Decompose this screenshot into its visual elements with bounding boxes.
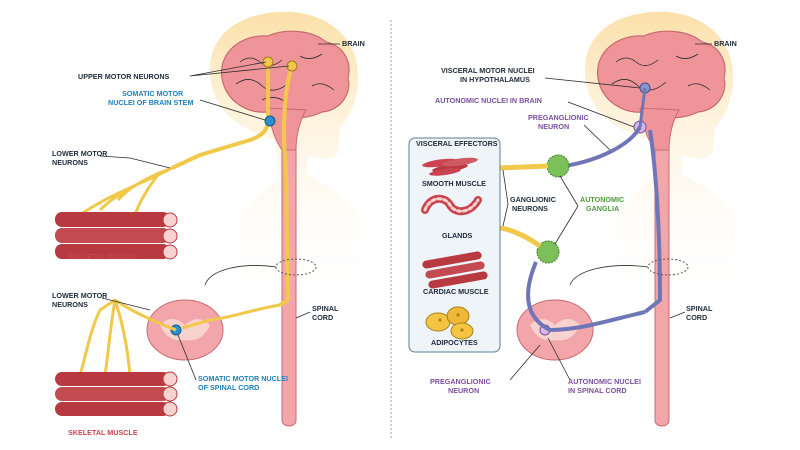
label-somatic-brainstem-1: SOMATIC MOTOR bbox=[122, 89, 184, 98]
upper-motor-neuron-axon-2 bbox=[278, 65, 294, 307]
label-spinal-cord-right-1: SPINAL bbox=[686, 304, 713, 313]
leader-autonomic-ganglia bbox=[554, 175, 579, 245]
label-autonomic-spinal-2: IN SPINAL CORD bbox=[568, 386, 627, 395]
label-preganglionic-bottom-1: PREGANGLIONIC bbox=[430, 377, 491, 386]
hypothalamus-to-brainstem bbox=[638, 87, 647, 128]
label-autonomic-spinal-1: AUTONOMIC NUCLEI bbox=[568, 377, 641, 386]
label-somatic-brainstem-2: NUCLEI OF BRAIN STEM bbox=[108, 98, 193, 107]
leader-visceral-motor bbox=[544, 77, 641, 89]
leader-autonomic-spinal bbox=[547, 337, 571, 381]
leader-upper-motor bbox=[189, 61, 290, 77]
somatic-motor-nucleus-brainstem bbox=[264, 115, 276, 127]
label-skeletal-muscle-top: SKELETAL MUSCLE bbox=[68, 252, 138, 261]
leader-spinal-right bbox=[669, 311, 686, 319]
label-skeletal-muscle-bottom: SKELETAL MUSCLE bbox=[68, 428, 138, 437]
upper-motor-axon-into-cord bbox=[181, 303, 281, 330]
label-glands: GLANDS bbox=[442, 231, 473, 240]
label-visceral-effectors: VISCERAL EFFECTORS bbox=[416, 139, 498, 148]
label-lower-motor-bottom-1: LOWER MOTOR bbox=[52, 291, 108, 300]
ganglionic-axon-top bbox=[497, 163, 549, 171]
cross-section-arrow-left bbox=[204, 265, 277, 286]
label-somatic-spinal-2: OF SPINAL CORD bbox=[198, 383, 259, 392]
label-autonomic-ganglia-1: AUTONOMIC bbox=[580, 195, 624, 204]
label-upper-motor-neurons: UPPER MOTOR NEURONS bbox=[78, 72, 170, 81]
visceral-effectors-box bbox=[408, 137, 501, 353]
label-spinal-cord-right-2: CORD bbox=[686, 313, 707, 322]
preganglionic-axon-spinal bbox=[526, 261, 646, 333]
label-brain-right: BRAIN bbox=[714, 39, 737, 48]
label-visceral-motor-1: VISCERAL MOTOR NUCLEI bbox=[441, 66, 535, 75]
leader-somatic-spinal bbox=[177, 334, 197, 381]
autonomic-ganglion-bottom bbox=[536, 240, 560, 264]
skeletal-muscle-bottom bbox=[55, 371, 178, 417]
label-lower-motor-bottom-2: NEURONS bbox=[52, 300, 88, 309]
label-smooth-muscle: SMOOTH MUSCLE bbox=[422, 179, 486, 188]
cardiac-muscle-icon bbox=[422, 251, 488, 289]
label-preganglionic-top-2: NEURON bbox=[538, 122, 569, 131]
smooth-muscle-icon bbox=[422, 157, 478, 176]
preganglionic-axon-brain bbox=[564, 125, 642, 168]
label-brain-left: BRAIN bbox=[342, 39, 365, 48]
leader-preganglionic-top bbox=[583, 124, 611, 151]
ganglionic-axon-bottom bbox=[497, 225, 542, 249]
glands-icon bbox=[421, 194, 482, 216]
right-panel: BRAIN VISCERAL MOTOR NUCLEI IN HYPOTHALA… bbox=[408, 11, 737, 427]
leader-preganglionic-bottom bbox=[509, 344, 541, 381]
autonomic-ganglion-top bbox=[546, 154, 570, 178]
brain-folds-left bbox=[235, 53, 335, 103]
label-lower-motor-top-2: NEURONS bbox=[52, 158, 88, 167]
lower-motor-neurons-top bbox=[79, 166, 173, 217]
label-cardiac-muscle: CARDIAC MUSCLE bbox=[423, 287, 489, 296]
leader-ganglionic bbox=[502, 169, 509, 227]
spinal-cross-section-left bbox=[146, 299, 224, 361]
label-preganglionic-bottom-2: NEURON bbox=[448, 386, 479, 395]
descending-autonomic-axon bbox=[643, 129, 663, 314]
label-autonomic-brain: AUTONOMIC NUCLEI IN BRAIN bbox=[435, 96, 542, 105]
label-adipocytes: ADIPOCYTES bbox=[431, 338, 478, 347]
lower-motor-neurons-bottom bbox=[78, 298, 177, 376]
brain-folds-right bbox=[611, 53, 711, 91]
leader-spinal-left bbox=[295, 311, 311, 319]
label-ganglionic-2: NEURONS bbox=[512, 204, 548, 213]
left-panel: BRAIN UPPER MOTOR NEURONS SOMATIC MOTOR … bbox=[52, 11, 365, 437]
label-spinal-cord-left-1: SPINAL bbox=[312, 304, 339, 313]
label-ganglionic-1: GANGLIONIC bbox=[510, 195, 556, 204]
skeletal-muscle-top bbox=[55, 212, 178, 260]
label-lower-motor-top-1: LOWER MOTOR bbox=[52, 149, 108, 158]
label-autonomic-ganglia-2: GANGLIA bbox=[586, 204, 619, 213]
upper-motor-neuron-body-1 bbox=[262, 56, 274, 68]
adipocytes-icon bbox=[425, 306, 474, 340]
label-spinal-cord-left-2: CORD bbox=[312, 313, 333, 322]
leader-somatic-brainstem bbox=[199, 99, 266, 121]
cross-section-arrow-right bbox=[569, 265, 649, 286]
leader-lower-motor-top bbox=[99, 155, 171, 169]
leader-autonomic-brain bbox=[567, 101, 635, 128]
label-preganglionic-top-1: PREGANGLIONIC bbox=[528, 113, 589, 122]
label-somatic-spinal-1: SOMATIC MOTOR NUCLEI bbox=[198, 374, 288, 383]
label-visceral-motor-2: IN HYPOTHALAMUS bbox=[460, 75, 530, 84]
leader-lower-motor-bottom bbox=[101, 297, 151, 311]
